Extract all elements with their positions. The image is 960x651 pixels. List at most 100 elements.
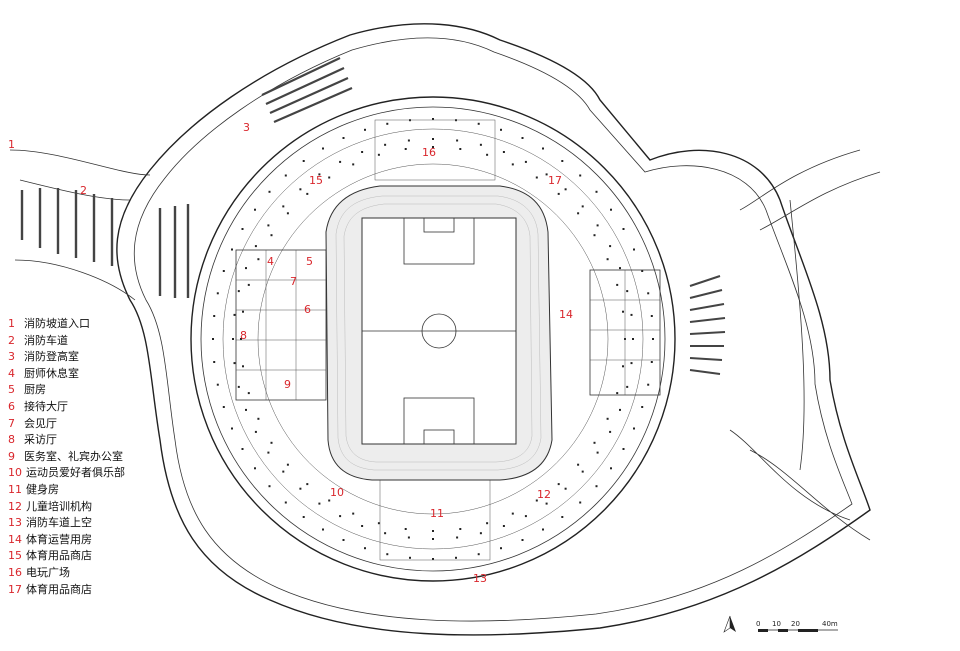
stairs-top — [261, 57, 353, 124]
scale-tick-40m: 40m — [822, 620, 838, 628]
east-rooms-grid — [590, 270, 660, 395]
column-dot — [609, 245, 612, 248]
column-dot — [633, 248, 635, 251]
column-dot — [352, 163, 355, 166]
column-dot — [270, 441, 273, 444]
column-dot — [247, 283, 250, 286]
column-dot — [257, 417, 260, 420]
legend-number: 5 — [8, 383, 15, 397]
legend-number: 7 — [8, 416, 15, 430]
column-dot — [500, 547, 502, 550]
stairs-right — [689, 275, 726, 375]
column-dot — [511, 512, 514, 515]
callout-14: 14 — [559, 308, 573, 321]
column-dot — [364, 128, 366, 131]
column-dot — [386, 122, 389, 125]
column-dot — [500, 128, 502, 131]
legend-number: 13 — [8, 516, 22, 530]
column-dot — [241, 228, 244, 230]
callout-13: 13 — [473, 572, 487, 585]
column-dot — [282, 205, 285, 208]
column-dot — [577, 212, 580, 215]
scale-bar: 0 10 20 40m — [756, 620, 838, 632]
column-dot — [268, 190, 271, 193]
column-dot — [384, 143, 387, 146]
column-dot — [386, 553, 389, 556]
column-dot — [377, 522, 380, 525]
legend-label: 会见厅 — [24, 416, 57, 430]
column-dot — [647, 292, 650, 295]
column-dot — [561, 516, 564, 518]
column-dot — [216, 292, 219, 295]
column-dot — [361, 525, 364, 527]
column-dot — [564, 487, 567, 490]
column-dot — [213, 361, 216, 363]
column-dot — [577, 463, 580, 466]
column-dot — [339, 160, 342, 163]
column-dot — [521, 137, 524, 139]
column-dot — [622, 310, 624, 313]
column-dot — [286, 463, 289, 466]
legend-number: 6 — [8, 399, 15, 413]
column-dot — [212, 338, 214, 340]
column-dot — [595, 485, 598, 488]
column-dot — [407, 536, 410, 539]
column-dot — [342, 539, 345, 541]
column-dot — [622, 228, 625, 230]
ramp-right — [729, 149, 881, 541]
column-dot — [222, 406, 225, 408]
site-boundary — [116, 23, 871, 636]
callout-17: 17 — [548, 174, 562, 187]
building-outer-ring — [190, 96, 676, 582]
callout-3: 3 — [243, 121, 250, 134]
legend-label: 消防登高室 — [24, 350, 79, 364]
column-dot — [237, 290, 240, 293]
column-dot — [456, 139, 459, 142]
west-rooms-block — [235, 249, 327, 401]
column-dot — [606, 258, 609, 261]
column-dot — [610, 208, 612, 211]
column-dot — [609, 430, 612, 433]
column-dot — [626, 385, 629, 388]
column-dot — [581, 205, 584, 208]
fire-lane-stripes-left — [20, 188, 190, 298]
column-dot — [502, 525, 505, 527]
column-dot — [302, 160, 305, 162]
legend-label: 采访厅 — [24, 433, 57, 447]
legend-label: 运动员爱好者俱乐部 — [26, 466, 125, 480]
column-dot — [231, 427, 233, 430]
legend-number: 17 — [8, 582, 22, 596]
callout-9: 9 — [284, 378, 291, 391]
column-dot — [306, 483, 309, 486]
column-dot — [267, 451, 270, 454]
column-dot — [616, 392, 619, 395]
column-dot — [633, 427, 635, 430]
column-dot — [233, 313, 236, 316]
column-dot — [432, 530, 434, 532]
column-dot — [579, 174, 582, 177]
column-dot — [404, 148, 407, 150]
callout-16: 16 — [422, 146, 436, 159]
column-dot — [652, 338, 654, 340]
column-dot — [479, 532, 482, 535]
west-rooms-grid — [236, 250, 326, 400]
column-dot — [606, 417, 609, 420]
callout-2: 2 — [80, 184, 87, 197]
column-dot — [616, 283, 619, 286]
column-dot — [432, 146, 434, 148]
column-dot — [254, 467, 256, 470]
